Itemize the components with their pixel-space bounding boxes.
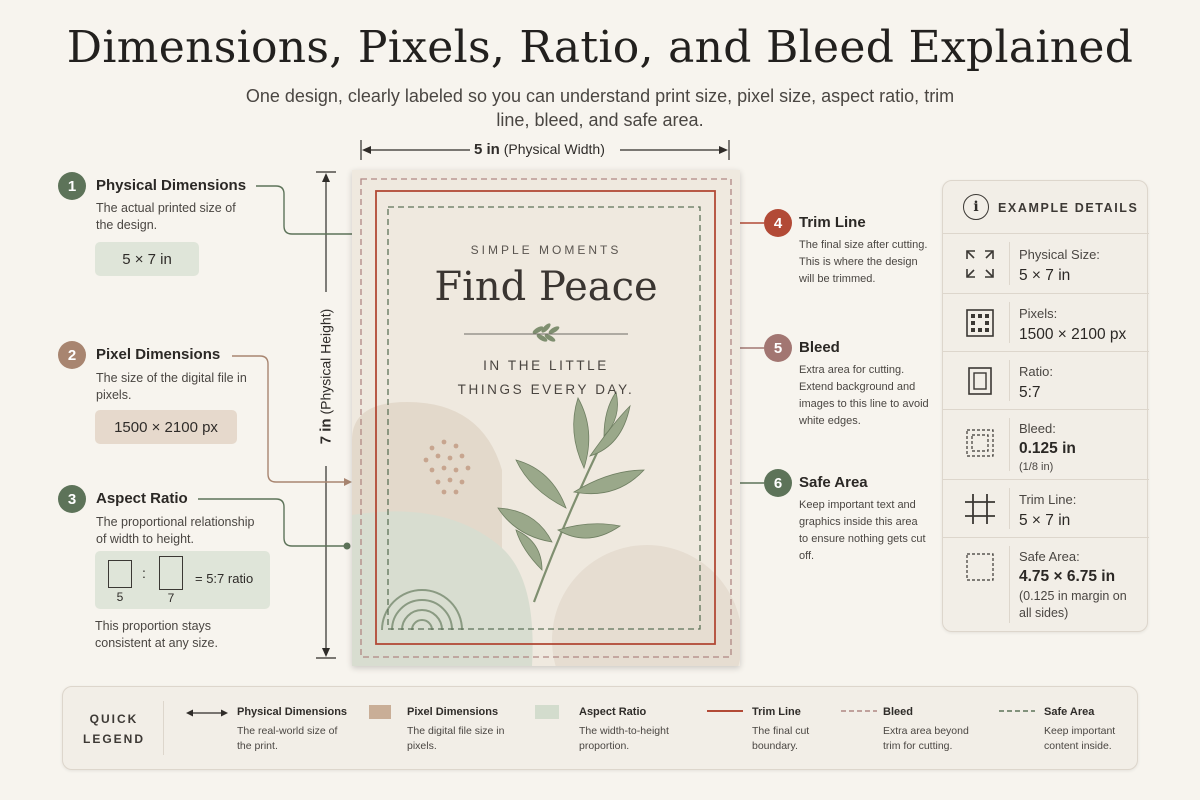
legend-marker-ratio-swatch (535, 705, 559, 719)
card-subtext: IN THE LITTLE THINGS EVERY DAY. (352, 354, 740, 402)
legend-name-ratio: Aspect Ratio (579, 706, 647, 718)
card-headline: Find Peace (434, 264, 658, 310)
height-note: (Physical Height) (317, 308, 334, 415)
pixel-size-pill: 1500 × 2100 px (95, 410, 237, 444)
callout-title-physical: Physical Dimensions (96, 177, 247, 194)
ratio-frame-icon (968, 367, 992, 395)
card-artwork (352, 178, 740, 666)
height-value: 7 in (317, 418, 335, 445)
details-value-physical: 5 × 7 in (1019, 267, 1071, 284)
page-title: Dimensions, Pixels, Ratio, and Bleed Exp… (66, 22, 1134, 73)
details-label-ratio: Ratio: (1019, 364, 1053, 379)
ratio-box-5 (108, 560, 132, 588)
details-value-ratio: 5:7 (1019, 384, 1041, 401)
ratio-box-7 (159, 556, 183, 590)
details-label-pixels: Pixels: (1019, 306, 1058, 321)
design-card: SIMPLE MOMENTS Find Peace IN THE LITTLE … (352, 170, 740, 666)
height-dimension-label: 7 in (Physical Height) (318, 287, 335, 467)
legend-name-trim: Trim Line (752, 706, 801, 718)
ratio-colon: : (142, 565, 146, 581)
legend-name-safe: Safe Area (1044, 706, 1095, 718)
details-label-bleed: Bleed: (1019, 421, 1056, 436)
width-dimension-label: 5 in (Physical Width) (474, 141, 605, 158)
details-note-safe: (0.125 in margin on all sides) (1019, 589, 1127, 620)
callout-desc-trim: The final size after cutting. This is wh… (799, 239, 928, 285)
callout-desc-bleed: Extra area for cutting. Extend backgroun… (799, 364, 929, 427)
callout-title-safe: Safe Area (799, 474, 868, 491)
example-details-panel: i EXAMPLE DETAILS Physical Size: 5 × 7 i… (942, 180, 1149, 632)
callout-title-ratio: Aspect Ratio (96, 490, 188, 507)
card-subtext-line-2: THINGS EVERY DAY. (457, 382, 635, 397)
callout-number-5: 5 (764, 334, 792, 362)
callout-number-3: 3 (58, 485, 86, 513)
legend-desc-pixels: The digital file size in pixels. (407, 725, 505, 752)
details-value-bleed: 0.125 in (1019, 440, 1076, 457)
details-label-trim: Trim Line: (1019, 492, 1077, 507)
callout-number-6: 6 (764, 469, 792, 497)
card-kicker: SIMPLE MOMENTS (470, 243, 622, 257)
callout-desc-physical: The actual printed size of the design. (96, 201, 236, 232)
physical-size-pill: 5 × 7 in (95, 242, 199, 276)
callout-number-2: 2 (58, 341, 86, 369)
details-label-safe: Safe Area: (1019, 549, 1080, 564)
trim-crop-icon (965, 494, 995, 524)
legend-name-pixels: Pixel Dimensions (407, 706, 499, 718)
callout-desc-safe: Keep important text and graphics inside … (799, 499, 926, 562)
details-row-ratio: Ratio: 5:7 (943, 351, 1149, 409)
details-value-safe: 4.75 × 6.75 in (1019, 568, 1116, 585)
card-subtext-line-1: IN THE LITTLE (483, 358, 609, 373)
ratio-note: This proportion stays consistent at any … (95, 619, 218, 650)
width-note: (Physical Width) (503, 141, 605, 157)
details-heading: EXAMPLE DETAILS (998, 201, 1139, 215)
details-value-trim: 5 × 7 in (1019, 512, 1071, 529)
details-row-physical: Physical Size: 5 × 7 in (943, 233, 1149, 293)
legend-marker-pixel-swatch (369, 705, 391, 719)
callout-desc-pixels: The size of the digital file in pixels. (96, 371, 247, 402)
details-row-pixels: Pixels: 1500 × 2100 px (943, 293, 1149, 351)
legend-name-physical: Physical Dimensions (237, 706, 348, 718)
callout-desc-ratio: The proportional relationship of width t… (96, 515, 255, 546)
callout-number-1: 1 (58, 172, 86, 200)
expand-arrows-icon (966, 250, 994, 278)
legend-desc-ratio: The width-to-height proportion. (579, 725, 669, 752)
details-note-bleed: (1/8 in) (1019, 461, 1054, 473)
quick-legend: QUICK LEGEND Physical Dimensions The rea… (62, 686, 1138, 770)
legend-marker-bleed-line (841, 710, 877, 712)
callout-number-4: 4 (764, 209, 792, 237)
details-row-trim: Trim Line: 5 × 7 in (943, 479, 1149, 537)
ratio-box-7-label: 7 (167, 591, 175, 605)
ratio-illustration: 5 : 7 = 5:7 ratio (95, 551, 270, 609)
details-value-pixels: 1500 × 2100 px (1019, 326, 1127, 343)
legend-title: QUICK LEGEND (83, 712, 146, 746)
details-row-safe: Safe Area: 4.75 × 6.75 in (0.125 in marg… (943, 537, 1149, 631)
legend-desc-bleed: Extra area beyond trim for cutting. (883, 725, 969, 752)
legend-marker-safe-line (999, 710, 1035, 712)
width-value: 5 in (474, 141, 500, 158)
details-label-physical: Physical Size: (1019, 247, 1100, 262)
callout-title-trim: Trim Line (799, 214, 866, 231)
legend-desc-physical: The real-world size of the print. (237, 725, 338, 752)
legend-marker-trim-line (707, 710, 743, 712)
info-icon: i (963, 194, 989, 220)
legend-desc-safe: Keep important content inside. (1044, 725, 1116, 752)
callout-title-bleed: Bleed (799, 339, 840, 356)
bleed-dashed-icon (966, 429, 994, 457)
legend-desc-trim: The final cut boundary. (752, 725, 810, 752)
pixel-grid-icon (966, 309, 994, 337)
safe-area-dashed-icon (966, 553, 994, 581)
legend-marker-double-arrow (186, 709, 228, 717)
ratio-box-5-label: 5 (116, 590, 124, 604)
callout-title-pixels: Pixel Dimensions (96, 346, 221, 363)
ratio-equals-text: = 5:7 ratio (195, 571, 254, 586)
legend-name-bleed: Bleed (883, 706, 913, 718)
page-subtitle: One design, clearly labeled so you can u… (245, 86, 955, 130)
details-row-bleed: Bleed: 0.125 in (1/8 in) (943, 409, 1149, 479)
